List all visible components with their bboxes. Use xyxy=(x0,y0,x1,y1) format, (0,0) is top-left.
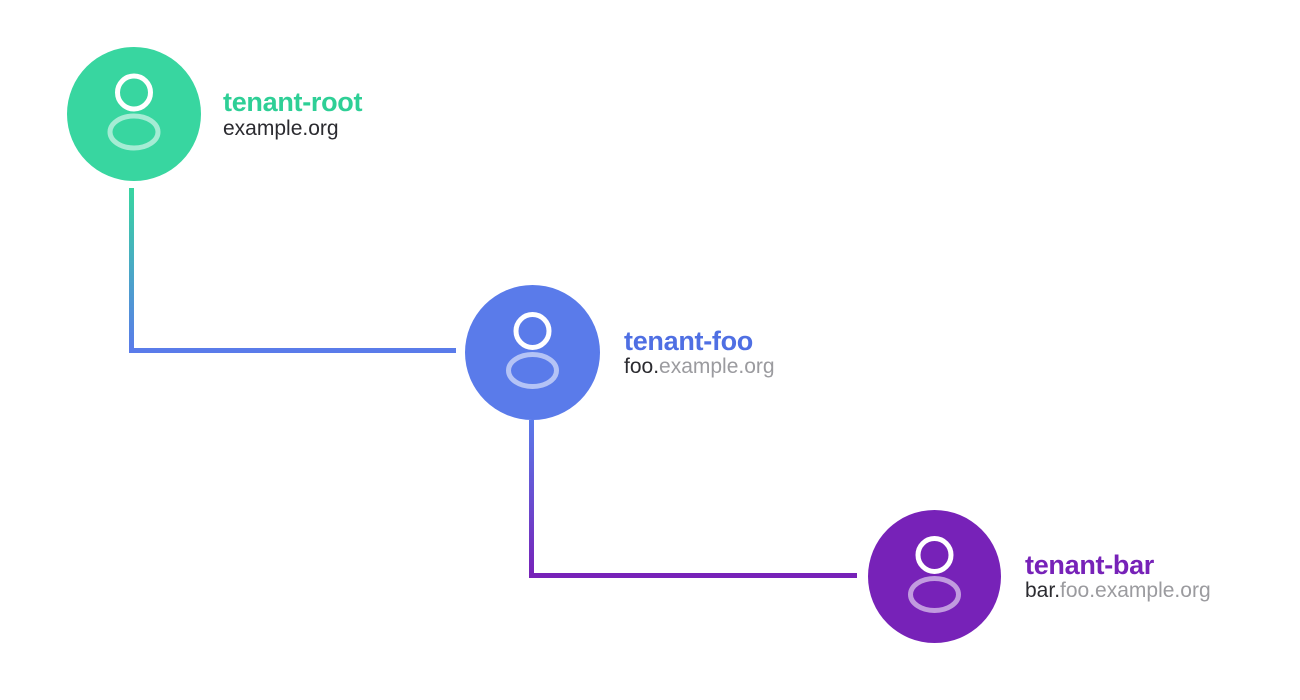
tenant-node-tenant-root[interactable]: tenant-root example.org xyxy=(67,47,362,181)
node-domain-head: bar. xyxy=(1025,579,1061,603)
node-domain: example.org xyxy=(223,117,362,140)
edge-foo-to-bar xyxy=(529,420,857,578)
node-title: tenant-bar xyxy=(1025,549,1155,580)
tenant-node-tenant-foo[interactable]: tenant-foo foo.example.org xyxy=(465,285,775,420)
node-text-block: tenant-foo foo.example.org xyxy=(624,325,775,378)
node-domain-tail: example.org xyxy=(659,355,775,379)
node-domain: bar.foo.example.org xyxy=(1025,579,1211,602)
tenant-node-tenant-bar[interactable]: tenant-bar bar.foo.example.org xyxy=(868,510,1211,643)
person-avatar-icon xyxy=(506,312,559,389)
avatar xyxy=(67,47,201,181)
person-avatar-icon xyxy=(908,536,961,613)
person-avatar-icon xyxy=(107,73,161,151)
node-text-block: tenant-bar bar.foo.example.org xyxy=(1025,549,1211,602)
avatar xyxy=(465,285,600,420)
node-domain-head: example.org xyxy=(223,116,339,140)
node-domain-head: foo. xyxy=(624,355,660,379)
edge-root-to-foo xyxy=(129,188,456,353)
node-text-block: tenant-root example.org xyxy=(223,87,363,140)
node-title: tenant-root xyxy=(223,87,363,118)
node-domain-tail: foo.example.org xyxy=(1060,579,1211,603)
node-title: tenant-foo xyxy=(624,325,753,356)
avatar xyxy=(868,510,1001,643)
node-domain: foo.example.org xyxy=(624,355,775,378)
